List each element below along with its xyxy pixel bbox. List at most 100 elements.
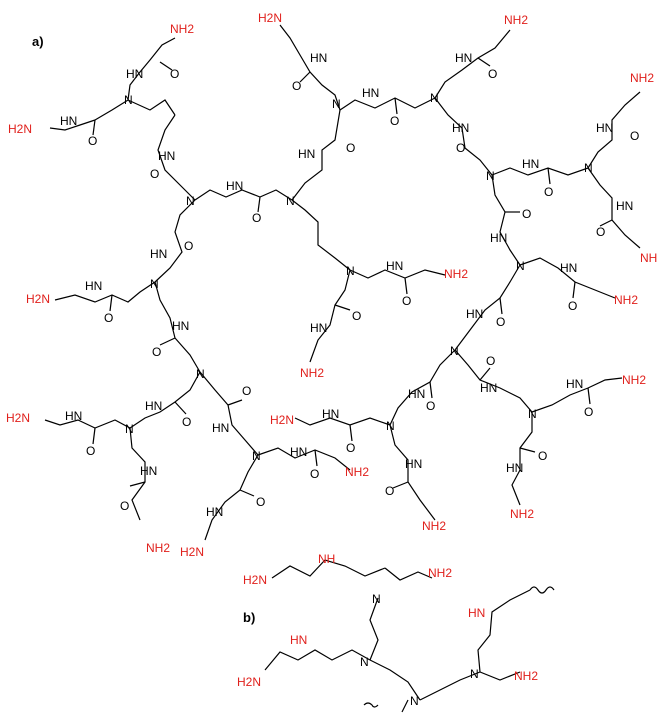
pei-right-up	[477, 589, 531, 673]
amide-hn: HN	[455, 51, 472, 65]
core-carbonyl	[257, 196, 261, 213]
amide-hn: HN	[145, 399, 162, 413]
r-carbonyl	[547, 167, 551, 185]
carbonyl-o: O	[150, 167, 159, 181]
amine-n: N	[332, 97, 341, 111]
amide-hn: HN	[226, 179, 243, 193]
cl-chain	[349, 269, 446, 279]
amide-hn: HN	[452, 121, 469, 135]
amide-hn: HN	[408, 387, 425, 401]
left-down-branch	[154, 199, 196, 283]
pei-top-chain	[271, 559, 386, 579]
terminal-nh2: NH2	[146, 541, 170, 555]
terminal-nh2: NH2	[170, 22, 194, 36]
lc-chain	[389, 349, 456, 426]
amine-n: N	[360, 655, 369, 669]
core-bond	[194, 189, 293, 201]
cl-carbonyl	[404, 277, 408, 295]
carbonyl-o: O	[292, 79, 301, 93]
carbonyl-o: O	[346, 441, 355, 455]
carbonyl-o: O	[346, 141, 355, 155]
tl-left	[49, 119, 96, 131]
amide-hn: HN	[212, 421, 229, 435]
tc-carbonyl	[299, 71, 311, 83]
lr-chain	[454, 349, 533, 413]
carbonyl-o: O	[584, 405, 593, 419]
rm-carbonyl-2	[572, 281, 576, 299]
tc-carbonyl-2	[394, 97, 398, 115]
amide-hn: HN	[596, 121, 613, 135]
terminal-nh2: NH2	[422, 519, 446, 533]
ll-carbonyl	[109, 294, 113, 312]
amine-n: N	[470, 667, 479, 681]
amine-n: N	[186, 194, 195, 208]
pei-right	[419, 671, 521, 701]
carbonyl-o: O	[596, 225, 605, 239]
pei-left	[264, 649, 371, 671]
carbonyl-o: O	[120, 499, 129, 513]
amine-n: N	[410, 694, 419, 708]
cl-carbonyl-2	[334, 304, 351, 311]
secondary-hn: HN	[290, 633, 307, 647]
amine-n: N	[584, 161, 593, 175]
bc-chain	[199, 371, 259, 456]
terminal-nh2: NH2	[614, 293, 638, 307]
pei-top-branch	[384, 567, 433, 581]
carbonyl-o: O	[426, 399, 435, 413]
carbonyl-o: O	[544, 185, 553, 199]
bl-down	[129, 427, 146, 521]
amide-hn: HN	[466, 307, 483, 321]
panel-label-b: b)	[243, 610, 255, 625]
amide-hn: HN	[60, 114, 77, 128]
terminal-h2n: H2N	[6, 411, 30, 425]
tc-carbonyl-3	[477, 57, 491, 67]
amide-hn: HN	[140, 464, 157, 478]
terminal-nh2: NH2	[504, 13, 528, 27]
bc-carbonyl-3	[239, 489, 255, 497]
amine-n: N	[196, 367, 205, 381]
r-up	[587, 91, 641, 169]
tl-carbonyl-2	[92, 119, 96, 136]
ll-chain	[54, 281, 156, 303]
r-down	[587, 167, 641, 249]
terminal-nh2: NH2	[630, 71, 654, 85]
r-right	[491, 167, 589, 176]
carbonyl-o: O	[390, 114, 399, 128]
amide-hn: HN	[506, 461, 523, 475]
pei-stub	[401, 699, 409, 713]
carbonyl-o: O	[182, 415, 191, 429]
terminal-h2n: H2N	[8, 122, 32, 136]
amide-hn: HN	[362, 86, 379, 100]
lc-carbonyl	[429, 381, 433, 399]
terminal-nh2: NH2	[510, 507, 534, 521]
panel-a-labels: N N HN O N HN O NH2 HN H2N O HN O N HN O…	[6, 11, 657, 559]
carbonyl-o: O	[496, 315, 505, 329]
lr-carbonyl-2	[587, 387, 591, 405]
lr-carbonyl-3	[519, 447, 536, 453]
secondary-nh: NH	[318, 552, 335, 566]
amine-n: N	[286, 194, 295, 208]
terminal-h2n: H2N	[180, 545, 204, 559]
pamam-dendrimer	[44, 24, 641, 541]
carbonyl-o: O	[256, 495, 265, 509]
tc-right	[339, 97, 436, 111]
terminal-nh2: NH2	[345, 465, 369, 479]
rm-carbonyl-3	[499, 297, 503, 315]
carbonyl-o: O	[252, 211, 261, 225]
secondary-hn: HN	[468, 606, 485, 620]
r-carbonyl-2	[599, 219, 613, 227]
carbonyl-o: O	[568, 299, 577, 313]
amide-hn: HN	[310, 321, 327, 335]
amide-hn: HN	[616, 199, 633, 213]
panel-b-labels: H2N NH NH2 N HN H2N N N N HN NH2	[237, 552, 538, 708]
lc-left	[294, 417, 391, 426]
rm-right	[519, 257, 616, 299]
bl-chain	[129, 371, 201, 429]
amide-hn: HN	[522, 157, 539, 171]
bc-carbonyl	[227, 399, 243, 406]
lc-carbonyl-3	[392, 481, 409, 489]
amine-n: N	[150, 277, 159, 291]
carbonyl-o: O	[184, 239, 193, 253]
carbonyl-o: O	[152, 345, 161, 359]
